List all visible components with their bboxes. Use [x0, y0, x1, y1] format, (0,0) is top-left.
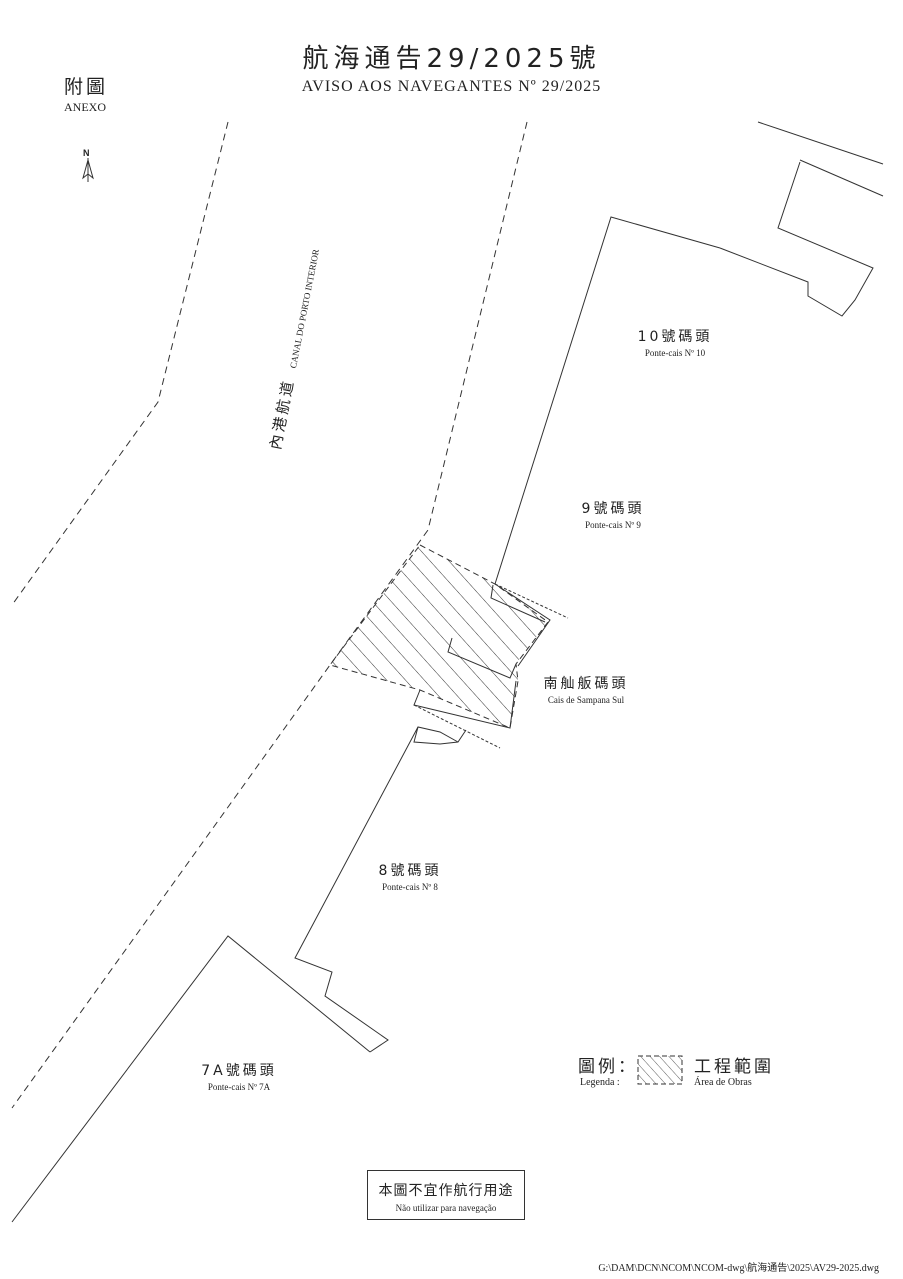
- pier-9-10-outline: [494, 216, 721, 585]
- sampana-pier-label: 南舢舨碼頭 Cais de Sampana Sul: [544, 673, 629, 705]
- works-area-hatch: [329, 544, 549, 729]
- pier-7a-label: 7A號碼頭 Ponte-cais Nº 7A: [201, 1060, 276, 1092]
- pier-8-label: 8號碼頭 Ponte-cais Nº 8: [379, 860, 442, 892]
- file-path-footer: G:\DAM\DCN\NCOM\NCOM-dwg\航海通告\2025\AV29-…: [598, 1263, 879, 1274]
- legend-title-cn: 圖例：: [578, 1057, 638, 1077]
- sampana-pier-label-cn: 南舢舨碼頭: [543, 676, 629, 692]
- legend-title-pt: Legenda :: [580, 1077, 620, 1088]
- navigation-warning-cn: 本圖不宜作航行用途: [378, 1183, 514, 1199]
- channel-boundary-east: [11, 121, 528, 1109]
- pier-9-label-cn: 9號碼頭: [581, 501, 645, 517]
- shoreline-building: [799, 159, 884, 197]
- pier-8-label-pt: Ponte-cais Nº 8: [382, 882, 438, 892]
- pier-8-label-cn: 8號碼頭: [378, 863, 442, 879]
- legend-works-pt: Área de Obras: [694, 1077, 752, 1088]
- building-outline: [719, 161, 874, 317]
- navigation-warning-box: 本圖不宜作航行用途 Não utilizar para navegação: [367, 1170, 525, 1220]
- pier-10-label-cn: 10號碼頭: [637, 329, 713, 345]
- legend-hatch-swatch: [637, 1055, 683, 1085]
- pier-10-label: 10號碼頭 Ponte-cais Nº 10: [638, 326, 713, 358]
- pier-7a-label-pt: Ponte-cais Nº 7A: [207, 1082, 271, 1092]
- sampana-rail-2: [413, 704, 501, 749]
- pier-7a-label-cn: 7A號碼頭: [201, 1063, 277, 1079]
- notice-title-pt: AVISO AOS NAVEGANTES Nº 29/2025: [301, 78, 602, 95]
- notice-title-cn: 航海通告29/2025號: [302, 44, 601, 74]
- pier-9-label-pt: Ponte-cais Nº 9: [585, 520, 641, 530]
- legend-works-cn: 工程範圍: [694, 1057, 774, 1077]
- annex-label-cn: 附圖: [64, 76, 109, 98]
- pier-10-label-pt: Ponte-cais Nº 10: [644, 348, 706, 358]
- north-label: N: [83, 148, 90, 158]
- sampana-upper-edge: [494, 583, 551, 667]
- annex-label-pt: ANEXO: [64, 100, 106, 114]
- pier-9-label: 9號碼頭 Ponte-cais Nº 9: [582, 498, 645, 530]
- pier-7a-outline: [11, 935, 371, 1223]
- sampana-pier-label-pt: Cais de Sampana Sul: [547, 695, 625, 705]
- navigation-warning-pt: Não utilizar para navegação: [395, 1203, 497, 1213]
- sampana-rail-1: [494, 583, 569, 619]
- channel-boundary-west: [11, 121, 229, 606]
- pier-8-notch: [413, 726, 467, 745]
- shoreline-top: [757, 121, 884, 165]
- pier-8-outline: [294, 726, 459, 1053]
- north-arrow-icon: [82, 158, 94, 182]
